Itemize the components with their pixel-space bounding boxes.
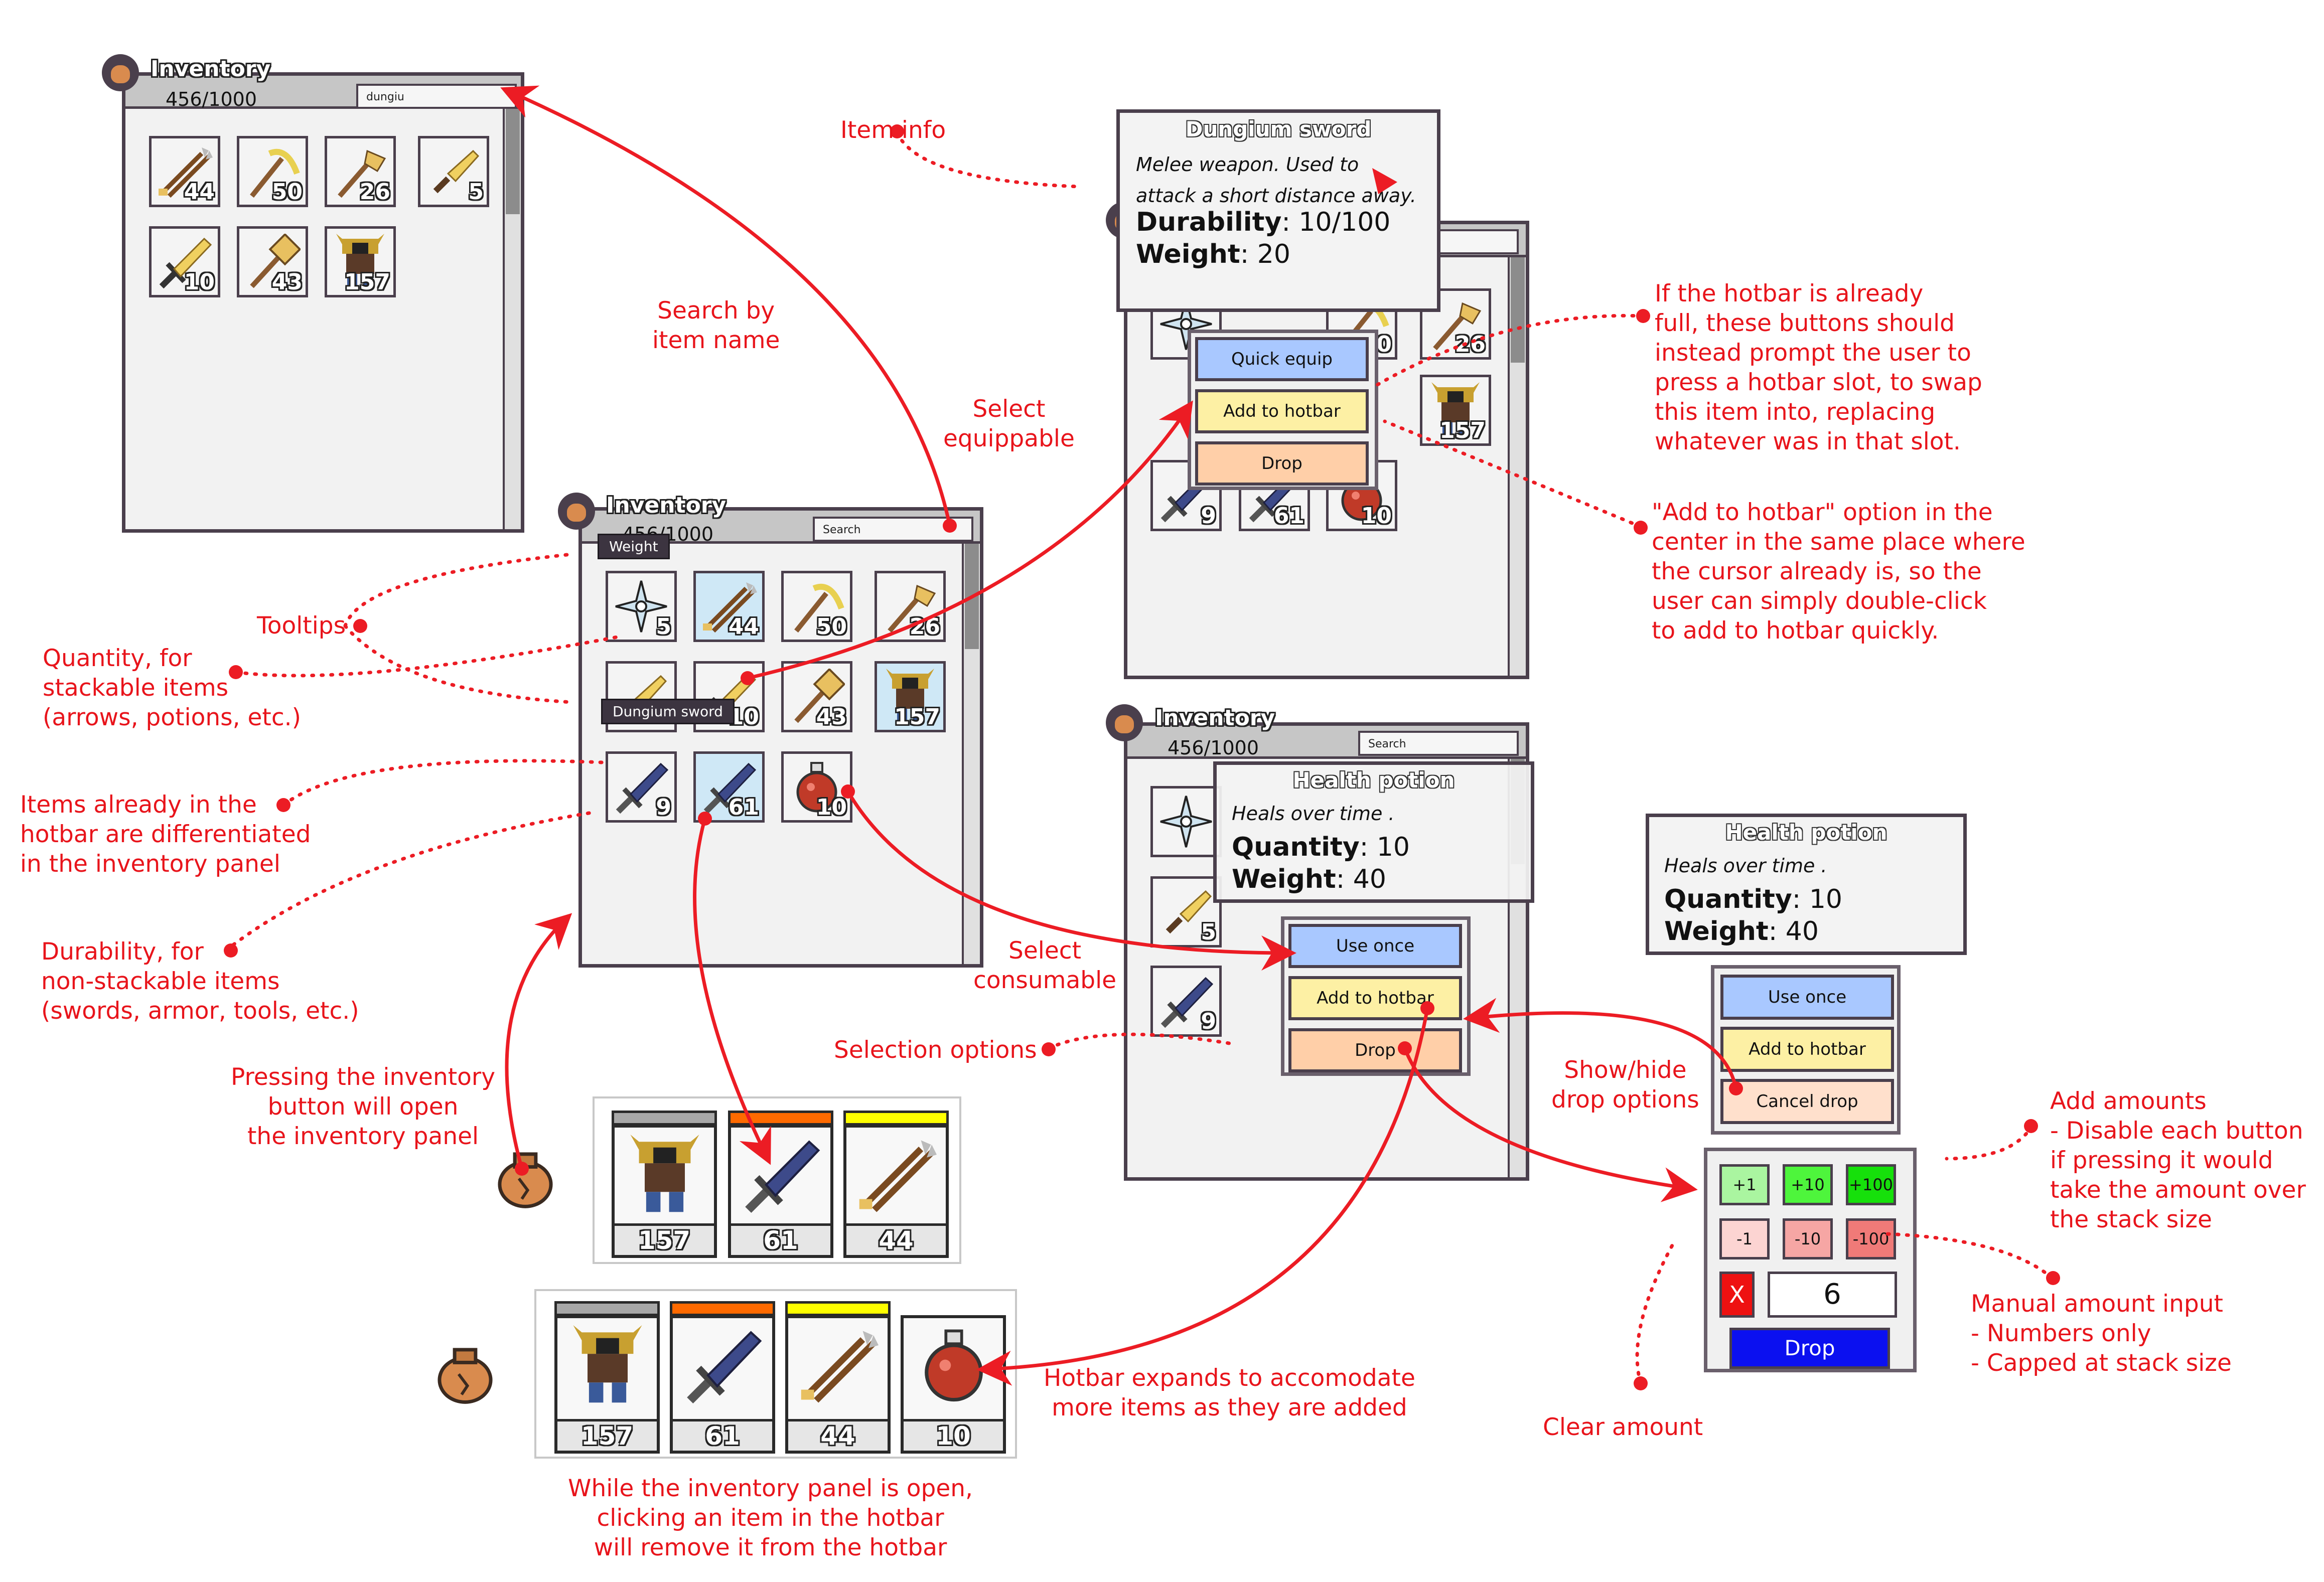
add-10-button[interactable]: +10	[1783, 1164, 1833, 1205]
item-slot-bsword[interactable]: 9	[1150, 966, 1222, 1037]
hotbar-expanded: 157 61 44 10	[534, 1289, 1017, 1459]
search-input[interactable]: dungiu	[356, 84, 517, 109]
annotation-item-info: Item info	[840, 116, 946, 144]
item-name: Dungium sword	[1185, 117, 1372, 141]
use-once-button[interactable]: Use once	[1720, 975, 1894, 1020]
selection-menu: Use once Add to hotbar Drop	[1281, 916, 1471, 1076]
annotation-hotbar-full: If the hotbar is already full, these but…	[1655, 280, 1982, 455]
hotbar-slot-armor[interactable]: 157	[612, 1111, 717, 1258]
amount-input[interactable]: 6	[1768, 1272, 1897, 1318]
annotation-selection-options: Selection options	[834, 1036, 1037, 1064]
item-name: Health potion	[1292, 768, 1455, 793]
add-1-button[interactable]: +1	[1719, 1164, 1770, 1205]
item-name: Health potion	[1725, 820, 1887, 845]
tooltip-weight: Weight	[598, 534, 670, 559]
weight-readout: 456/1000	[1168, 737, 1259, 759]
sub-10-button[interactable]: -10	[1783, 1218, 1833, 1259]
item-slot-bsword-hotbar[interactable]: 61	[693, 751, 765, 823]
panel-title: Inventory	[606, 493, 727, 518]
drop-button[interactable]: Drop	[1288, 1028, 1462, 1072]
annotation-pressing: Pressing the inventory button will open …	[231, 1063, 496, 1150]
panel-title: Inventory	[151, 56, 271, 82]
annotation-add-center: "Add to hotbar" option in the center in …	[1652, 499, 2025, 645]
hotbar-slot-sword[interactable]: 61	[670, 1301, 775, 1454]
item-info-tooltip: Health potion Heals over time . Quantity…	[1646, 814, 1967, 955]
item-slot-sword[interactable]: 10	[149, 226, 220, 297]
add-to-hotbar-button[interactable]: Add to hotbar	[1195, 389, 1369, 433]
weight-readout: 456/1000	[166, 88, 257, 110]
bag-icon	[1106, 704, 1143, 741]
item-slot-mace[interactable]: 43	[237, 226, 308, 297]
weight-stat: Weight: 20	[1136, 239, 1290, 269]
annotation-add-amounts: Add amounts - Disable each button if pre…	[2050, 1087, 2306, 1233]
annotation-hotbar-items: Items already in the hotbar are differen…	[20, 791, 311, 878]
hotbar-slot-arrows[interactable]: 44	[785, 1301, 891, 1454]
hotbar-slot-potion[interactable]: 10	[901, 1315, 1006, 1454]
drop-amount-panel: +1 +10 +100 -1 -10 -100 X 6 Drop	[1704, 1148, 1917, 1372]
drop-button[interactable]: Drop	[1195, 441, 1369, 486]
item-info-tooltip: Health potion Heals over time . Quantity…	[1213, 761, 1534, 903]
item-slot-axe[interactable]: 26	[325, 136, 396, 207]
annotation-manual: Manual amount input - Numbers only - Cap…	[1971, 1290, 2232, 1377]
sub-1-button[interactable]: -1	[1719, 1218, 1770, 1259]
annotation-clear: Clear amount	[1543, 1413, 1703, 1441]
quantity-stat: Quantity: 10	[1232, 832, 1410, 862]
annotation-select-consumable: Select consumable	[973, 937, 1117, 994]
bag-icon	[558, 493, 595, 530]
hotbar-small: 157 61 44	[593, 1096, 961, 1264]
annotation-while-open: While the inventory panel is open, click…	[568, 1475, 973, 1561]
annotation-select-equippable: Select equippable	[943, 395, 1075, 452]
tooltip-item-name: Dungium sword	[601, 699, 735, 724]
weight-stat: Weight: 40	[1232, 864, 1386, 894]
item-slot-dagger[interactable]: 5	[418, 136, 489, 207]
drop-options-menu: Use once Add to hotbar Cancel drop	[1711, 965, 1901, 1135]
item-description: Heals over time .	[1664, 855, 1827, 877]
scrollbar[interactable]	[1508, 257, 1526, 676]
bag-icon	[102, 54, 139, 91]
selection-menu: Quick equip Add to hotbar Drop	[1188, 330, 1378, 490]
item-slot-arrows-hotbar[interactable]: 44	[693, 571, 765, 642]
item-slot-dagger[interactable]: 5	[1150, 876, 1222, 947]
annotation-quantity: Quantity, for stackable items (arrows, p…	[43, 645, 301, 731]
annotation-show-hide: Show/hide drop options	[1551, 1056, 1699, 1114]
clear-amount-button[interactable]: X	[1719, 1272, 1755, 1318]
item-description: Heals over time .	[1232, 803, 1395, 825]
sub-100-button[interactable]: -100	[1846, 1218, 1896, 1259]
item-slot-axe[interactable]: 26	[875, 571, 946, 642]
item-slot-mace[interactable]: 43	[781, 661, 852, 732]
item-description: Melee weapon. Used to attack a short dis…	[1136, 153, 1416, 207]
cancel-drop-button[interactable]: Cancel drop	[1720, 1079, 1894, 1124]
scrollbar[interactable]	[503, 109, 521, 529]
hotbar-slot-armor[interactable]: 157	[554, 1301, 660, 1454]
weight-stat: Weight: 40	[1664, 916, 1819, 946]
add-100-button[interactable]: +100	[1846, 1164, 1896, 1205]
search-input[interactable]: Search	[1358, 731, 1519, 756]
item-slot-armor[interactable]: 157	[325, 226, 396, 297]
add-to-hotbar-button[interactable]: Add to hotbar	[1288, 976, 1462, 1020]
item-slot-pickaxe[interactable]: 50	[781, 571, 852, 642]
quick-equip-button[interactable]: Quick equip	[1195, 337, 1369, 381]
panel-title: Inventory	[1155, 705, 1275, 731]
inventory-panel-search: 456/1000 dungiu 44 50 26 5 10 43 157	[122, 72, 524, 533]
annotation-durability: Durability, for non-stackable items (swo…	[41, 938, 359, 1025]
use-once-button[interactable]: Use once	[1288, 924, 1462, 968]
item-info-tooltip: Dungium sword Melee weapon. Used to atta…	[1116, 109, 1440, 312]
item-slot-shuriken[interactable]: 5	[606, 571, 677, 642]
confirm-drop-button[interactable]: Drop	[1729, 1328, 1890, 1369]
hotbar-slot-arrows[interactable]: 44	[843, 1111, 949, 1258]
hotbar-slot-sword[interactable]: 61	[728, 1111, 833, 1258]
durability-stat: Durability: 10/100	[1136, 207, 1391, 237]
item-slot-arrows[interactable]: 44	[149, 136, 220, 207]
annotation-expands: Hotbar expands to accomodate more items …	[1044, 1364, 1415, 1421]
item-slot-bsword[interactable]: 9	[606, 751, 677, 823]
annotation-tooltips: Tooltips	[257, 612, 346, 640]
annotation-search: Search by item name	[652, 297, 780, 354]
item-slot-pickaxe[interactable]: 50	[237, 136, 308, 207]
item-slot-potion[interactable]: 10	[781, 751, 852, 823]
item-slot-armor-hotbar[interactable]: 157	[875, 661, 946, 732]
quantity-stat: Quantity: 10	[1664, 884, 1842, 914]
item-slot-armor[interactable]: 157	[1420, 375, 1491, 446]
add-to-hotbar-button[interactable]: Add to hotbar	[1720, 1027, 1894, 1072]
